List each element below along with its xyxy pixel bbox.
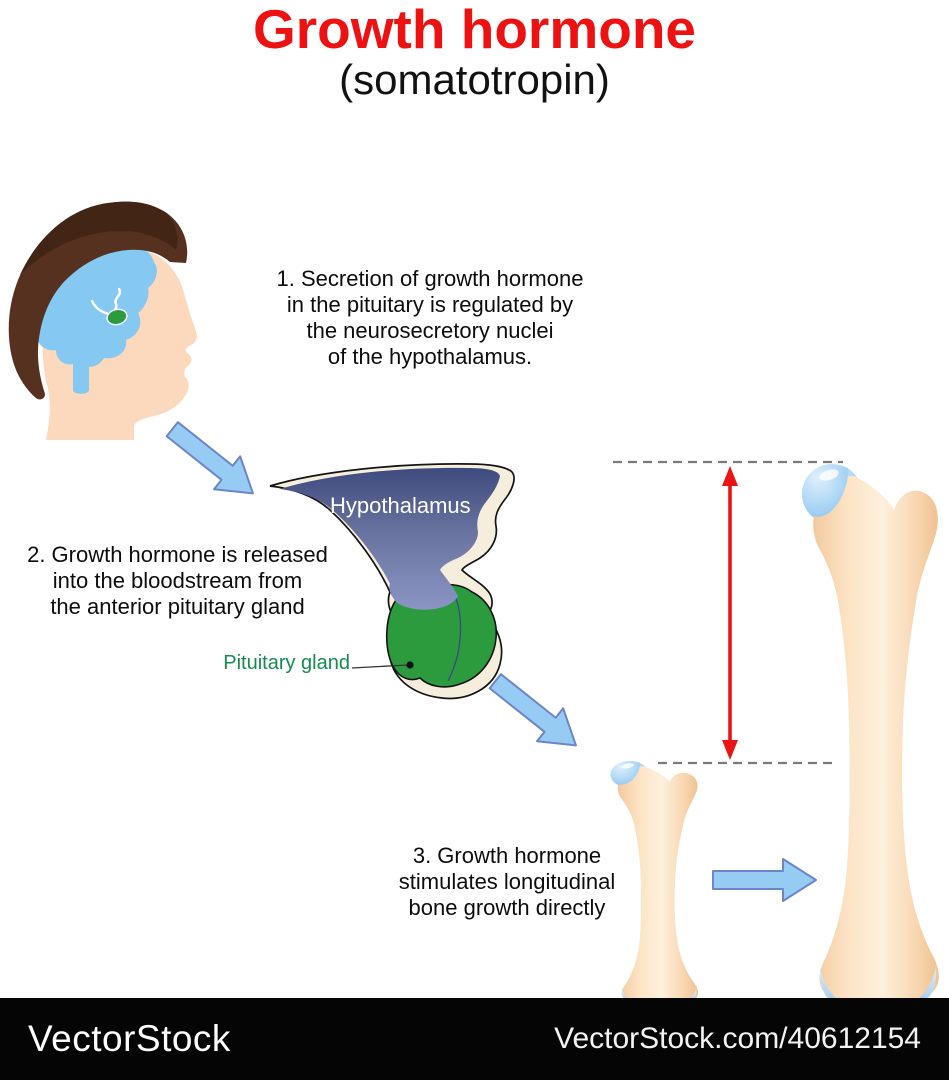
flow-arrow-bone-growth: [712, 858, 817, 902]
step-2-annotation: 2. Growth hormone is released into the b…: [27, 542, 328, 619]
femur-large-illustration: [802, 464, 939, 1016]
step-3-annotation: 3. Growth hormone stimulates longitudina…: [398, 843, 616, 920]
hair-top-band: [20, 201, 178, 275]
pituitary-pointer-line: [351, 664, 409, 669]
page-title: Growth hormone: [252, 0, 697, 60]
hypothalamus-shape: [280, 467, 500, 610]
watermark-bar: VectorStock VectorStock.com/40612154: [0, 998, 949, 1080]
hypothalamus-label: Hypothalamus: [330, 493, 471, 518]
flow-arrow-head-to-hypothalamus: [158, 411, 267, 511]
hair-shape: [8, 201, 188, 400]
pituitary-gland-label: Pituitary gland: [223, 652, 350, 674]
hypothalamus-pituitary-illustration: [269, 463, 515, 700]
watermark-id: VectorStock.com/40612154: [554, 1022, 921, 1055]
pituitary-pointer-dot: [406, 661, 414, 669]
pituitary-dot: [106, 308, 128, 326]
page-subtitle: (somatotropin): [339, 56, 610, 103]
step-1-annotation: 1. Secretion of growth hormone in the pi…: [276, 266, 584, 369]
flow-arrow-pituitary-to-bone: [481, 663, 590, 763]
growth-measure-arrow: [722, 466, 738, 760]
head-profile-illustration: [8, 201, 197, 440]
watermark-brand: VectorStock: [28, 1018, 231, 1059]
